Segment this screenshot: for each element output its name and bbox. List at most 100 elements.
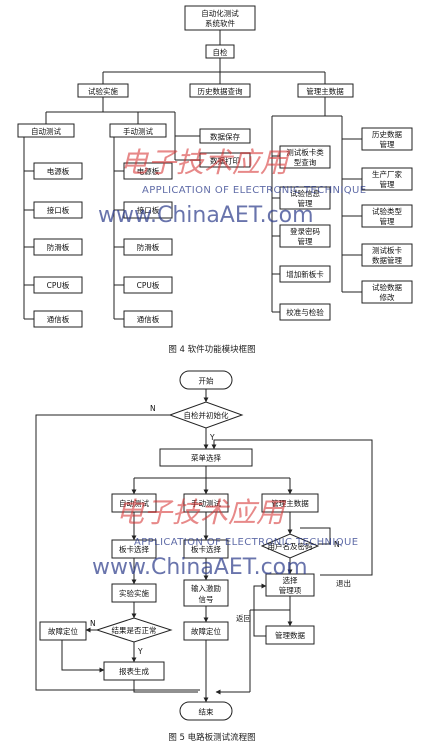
manual-board-1: 电源板: [137, 166, 160, 176]
fig5-select-line2: 管理项: [279, 585, 302, 595]
auto-board-4: CPU板: [47, 280, 70, 290]
fig5-end: 结束: [179, 701, 233, 721]
fig5-watermark: 电子技术应用 APPLICATION OF ELECTRONIC TECHNIQ…: [92, 496, 358, 580]
fig5-end-label: 结束: [199, 707, 214, 717]
right-item-2-line2: 管理: [380, 179, 395, 189]
fig4-history-box: 历史数据查询: [189, 83, 251, 98]
mid-item-3-line1: 登录密码: [290, 226, 320, 236]
fig5-board-sel-2-label: 板卡选择: [191, 544, 221, 554]
auto-board-1: 电源板: [47, 166, 70, 176]
fig4-print-label: 数据打印: [210, 156, 240, 166]
right-item-5-line1: 试验数据: [372, 282, 402, 292]
fig4-manual-boards: 电源板 接口板 防滑板 CPU板 通信板: [123, 162, 173, 328]
manual-board-3: 防滑板: [137, 242, 160, 252]
fig5-input-signal: 输入激励 信号: [183, 579, 229, 607]
mid-item-2-line1: 试验信息: [290, 188, 320, 198]
right-item-3-line2: 管理: [380, 216, 395, 226]
right-item-4-line2: 数据管理: [372, 255, 402, 265]
fig4-auto-test-label: 自动测试: [31, 126, 61, 136]
fig4-caption: 图 4 软件功能模块框图: [168, 344, 255, 355]
fig4-history-label: 历史数据查询: [198, 86, 243, 96]
fig5-manage-data: 管理数据: [265, 625, 315, 645]
fig4-connectors: [23, 30, 362, 320]
auto-board-5: 通信板: [47, 314, 70, 324]
watermark-url-1: www.ChinaAET.com: [98, 203, 314, 228]
right-item-1-line1: 历史数据: [372, 129, 402, 139]
watermark-en-1: APPLICATION OF ELECTRONIC TECHNIQUE: [142, 185, 366, 196]
fig5-user-pwd-label: 用户名及密码: [268, 541, 313, 551]
watermark-en-2: APPLICATION OF ELECTRONIC TECHNIQUE: [134, 537, 358, 548]
right-item-3-line1: 试验类型: [372, 206, 402, 216]
fig5-user-pwd-n: N: [334, 540, 340, 549]
manual-board-4: CPU板: [137, 280, 160, 290]
fig5-fault-1-label: 故障定位: [48, 626, 78, 636]
fig4-self-check-box: 自检: [205, 44, 235, 59]
fig5-init-y: Y: [209, 433, 215, 442]
fig4-manage-mid-column: 测试板卡类 型查询 试验信息 管理 登录密码 管理 增加新板卡 校准与检验: [279, 145, 331, 321]
manual-board-2: 接口板: [137, 205, 160, 215]
fig5-return-label: 返回: [236, 614, 251, 623]
watermark-url-2: www.ChinaAET.com: [92, 555, 308, 580]
fig5-fault-2-label: 故障定位: [191, 626, 221, 636]
mid-item-3-line2: 管理: [298, 236, 313, 246]
fig4-manual-test-box: 手动测试: [109, 123, 167, 138]
fig5-start: 开始: [179, 370, 233, 390]
right-item-4-line1: 测试板卡: [372, 245, 402, 255]
fig5-result-label: 结果是否正常: [112, 625, 157, 635]
fig5-select-line1: 选择: [283, 575, 298, 585]
figure-4-block-diagram: 自动化测试 系统软件 自检 试验实施 历史数据查询 管理主数据 自动测试 手动测…: [17, 5, 413, 355]
fig4-save-label: 数据保存: [210, 132, 240, 142]
fig5-board-sel-1-label: 板卡选择: [119, 544, 149, 554]
fig5-init-n: N: [150, 404, 156, 413]
fig5-manage-data-label: 管理数据: [275, 630, 305, 640]
mid-item-1-line2: 型查询: [294, 157, 317, 167]
fig5-board-sel-2: 板卡选择: [183, 539, 229, 559]
fig5-fault-2: 故障定位: [183, 621, 229, 641]
fig5-init-label: 自检并初始化: [184, 410, 229, 420]
fig4-trial-box: 试验实施: [77, 83, 129, 98]
fig4-watermark: 电子技术应用 APPLICATION OF ELECTRONIC TECHNIQ…: [98, 146, 366, 228]
fig4-top-line2: 系统软件: [205, 18, 235, 28]
fig5-run: 实验实施: [111, 583, 157, 603]
mid-item-1-line1: 测试板卡类: [286, 147, 324, 157]
fig5-caption: 图 5 电路板测试流程图: [168, 732, 255, 743]
fig5-result-n: N: [90, 619, 96, 628]
fig4-self-check-label: 自检: [213, 47, 228, 57]
fig5-user-pwd: 用户名及密码 N: [260, 533, 340, 559]
fig5-result: 结果是否正常 N Y: [90, 617, 173, 656]
fig5-start-label: 开始: [199, 376, 214, 386]
watermark-cn-1: 电子技术应用: [120, 146, 291, 179]
right-item-1-line2: 管理: [380, 139, 395, 149]
fig5-report-label: 报表生成: [119, 666, 149, 676]
fig5-auto: 自动测试: [111, 493, 157, 513]
fig4-top-line1: 自动化测试: [201, 8, 239, 18]
mid-item-5: 校准与检验: [286, 307, 324, 317]
fig5-fault-1: 故障定位: [39, 621, 87, 641]
auto-board-2: 接口板: [47, 205, 70, 215]
fig5-input-line1: 输入激励: [191, 583, 221, 593]
fig5-init-decision: 自检并初始化 N Y: [150, 401, 244, 442]
fig4-manual-test-label: 手动测试: [123, 126, 153, 136]
mid-item-4: 增加新板卡: [286, 269, 324, 279]
fig5-exit-label: 退出: [336, 578, 351, 588]
fig4-top-box: 自动化测试 系统软件: [184, 5, 256, 31]
fig5-manage: 管理主数据: [261, 493, 319, 513]
fig5-run-label: 实验实施: [119, 588, 149, 598]
fig5-menu: 菜单选择: [159, 448, 253, 467]
fig4-manage-box: 管理主数据: [297, 83, 354, 98]
fig4-auto-test-box: 自动测试: [17, 123, 75, 138]
fig4-trial-label: 试验实施: [88, 86, 118, 96]
fig5-manage-label: 管理主数据: [271, 498, 309, 508]
right-item-2-line1: 生产厂家: [372, 169, 402, 179]
fig5-report: 报表生成: [103, 661, 165, 681]
fig5-select-item: 选择 管理项 退出 返回: [236, 573, 351, 623]
figure-5-flowchart: 开始 自检并初始化 N Y 菜单选择 自动测试 手动测试 管理主数据: [35, 370, 373, 743]
fig5-manual: 手动测试: [183, 493, 229, 513]
fig5-connectors: [35, 389, 373, 703]
watermark-cn-2: 电子技术应用: [116, 496, 287, 529]
auto-board-3: 防滑板: [47, 242, 70, 252]
fig4-manage-label: 管理主数据: [306, 86, 344, 96]
fig4-save-box: 数据保存: [199, 128, 251, 144]
fig4-print-box: 数据打印: [199, 152, 251, 168]
